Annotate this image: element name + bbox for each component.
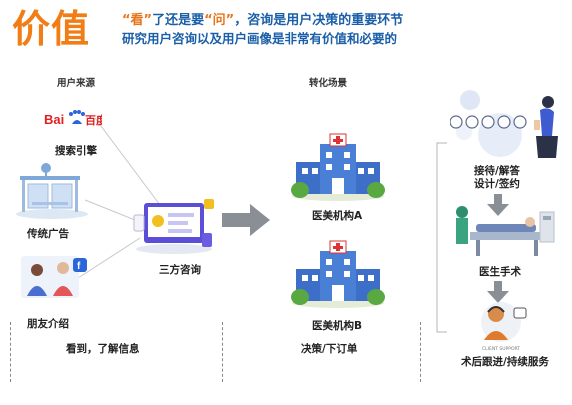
support-caption: CLIENT SUPPORT: [482, 347, 521, 352]
stage-label-decide: 决策/下订单: [301, 343, 358, 355]
friends-icon: f: [15, 250, 91, 314]
source-label-search: 搜索引擎: [55, 145, 97, 157]
down-arrow-icon: [487, 194, 509, 220]
source-label-friends: 朋友介绍: [27, 318, 69, 330]
bus-stop-icon: [12, 162, 92, 226]
headline-see: “看”: [122, 13, 153, 28]
svg-text:百度: 百度: [85, 113, 102, 127]
scenes-section-title: 转化场景: [309, 78, 348, 89]
sources-section-title: 用户来源: [57, 78, 96, 89]
stage-divider: [10, 322, 11, 382]
source-label-ads: 传统广告: [27, 228, 69, 240]
page-title: 价值: [12, 7, 91, 51]
subline: 研究用户咨询以及用户画像是非常有价值和必要的: [122, 31, 398, 46]
hospital-b-label: 医美机构B: [312, 320, 363, 332]
headline-rest: ，咨询是用户决策的重要环节: [234, 13, 404, 28]
headline-ask: “问”: [204, 13, 235, 28]
headline: “看”了还是要“问”，咨询是用户决策的重要环节: [122, 12, 403, 29]
reception-icon: [449, 90, 565, 172]
stage-divider: [222, 322, 223, 382]
hospital-icon: [290, 237, 386, 313]
baidu-logo: Bai 百度: [44, 108, 108, 134]
flow-arrow-icon: [222, 204, 270, 240]
stage-divider: [420, 322, 421, 382]
process-label-surgery: 医生手术: [479, 266, 521, 278]
consult-label: 三方咨询: [159, 264, 201, 276]
down-arrow-icon: [487, 281, 509, 307]
svg-text:f: f: [77, 261, 81, 272]
process-label-reception: 接待/解答 设计/签约: [474, 165, 520, 190]
hospital-icon: [290, 130, 386, 206]
hospital-a-label: 医美机构A: [312, 210, 363, 222]
process-label-support: 术后跟进/持续服务: [461, 356, 549, 368]
consult-screen-icon: [130, 193, 216, 259]
svg-text:Bai: Bai: [44, 112, 64, 127]
stage-label-see: 看到，了解信息: [66, 343, 140, 355]
support-icon: [466, 300, 536, 354]
surgery-icon: [450, 200, 560, 264]
headline-mid: 了还是要: [152, 13, 205, 28]
